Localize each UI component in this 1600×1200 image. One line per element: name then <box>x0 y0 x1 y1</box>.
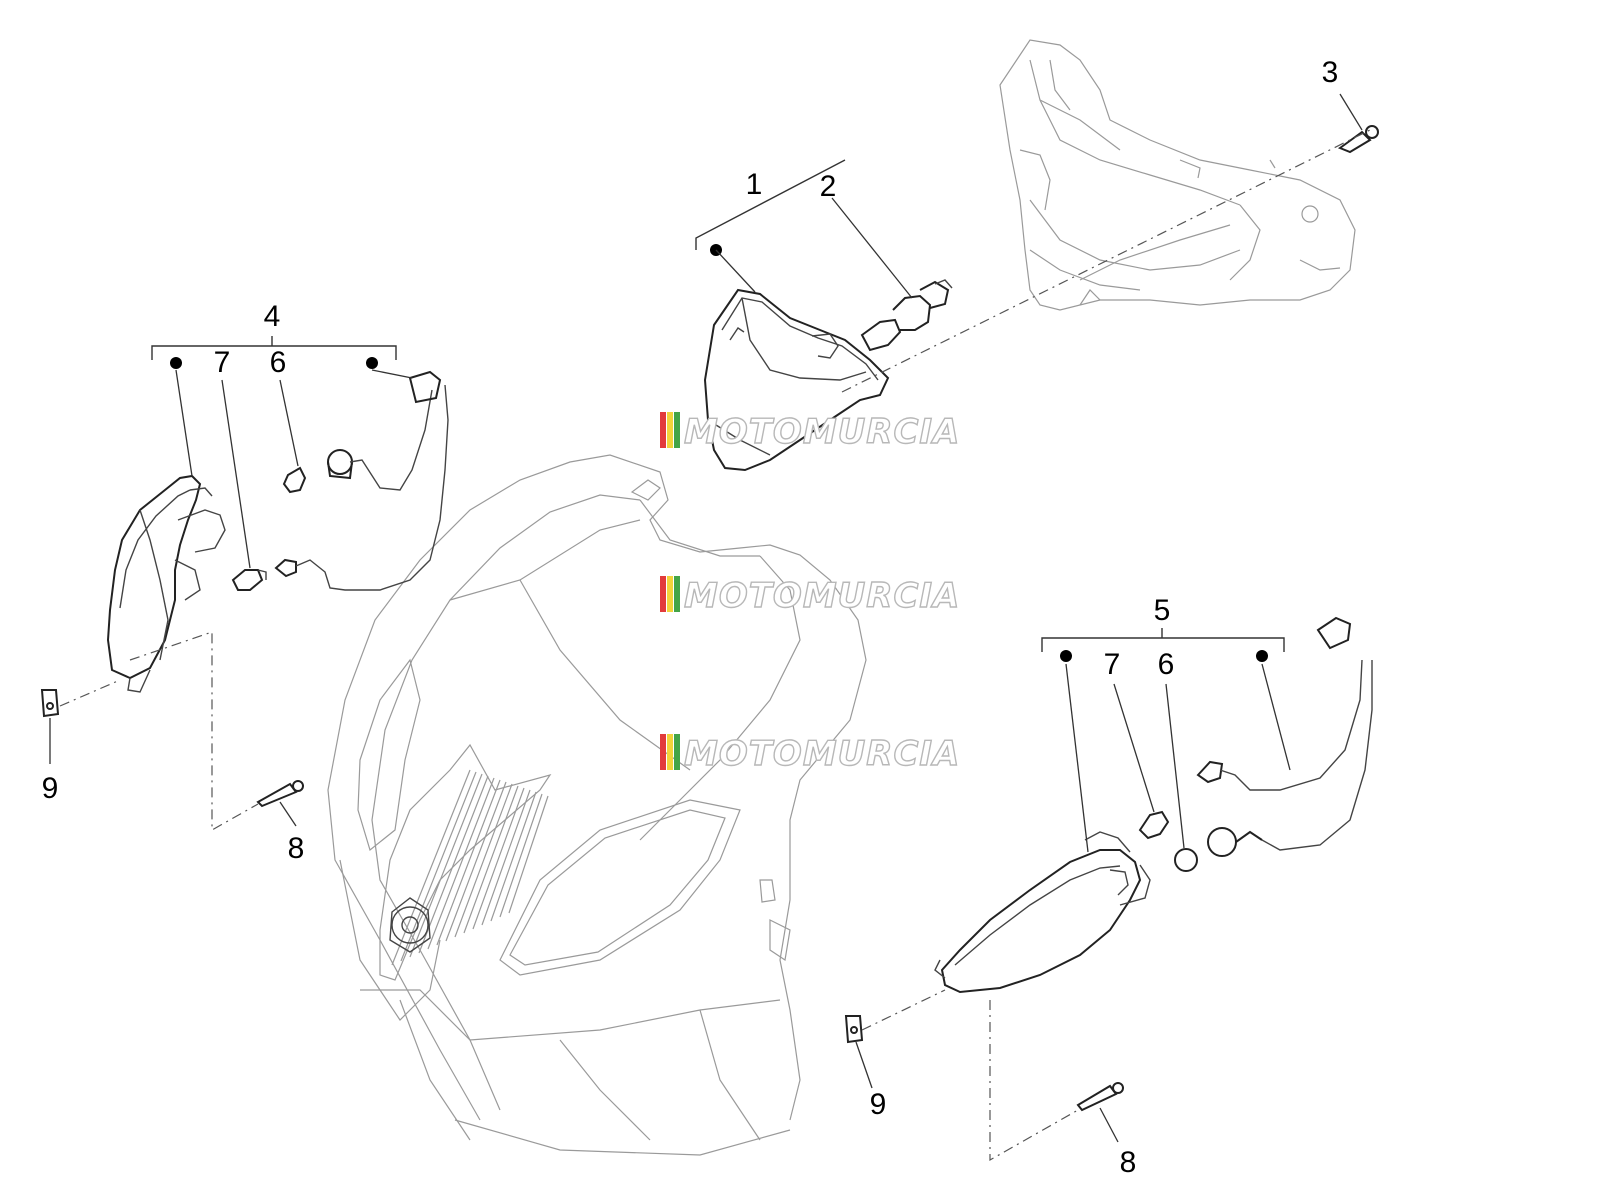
part-label-2: 2 <box>820 170 837 203</box>
part-label-1: 1 <box>746 168 763 201</box>
watermark-stripe <box>667 412 673 448</box>
bullet-dot <box>1060 650 1072 662</box>
screw-part-3 <box>1337 125 1379 154</box>
grille-hatch-line <box>391 769 471 966</box>
watermark-1: MOTOMURCIA <box>660 411 960 453</box>
right-clip-nut <box>844 1015 864 1044</box>
part-label-8-right: 8 <box>1120 1146 1137 1179</box>
watermark-text: MOTOMURCIA <box>684 576 960 616</box>
grille-hatch-line <box>481 789 531 926</box>
handlebar-cover <box>999 39 1356 311</box>
front-shield-panel <box>327 454 867 1156</box>
watermark-text: MOTOMURCIA <box>684 412 960 452</box>
left-indicator-housing <box>106 474 226 693</box>
right-position-bulb <box>1138 810 1170 840</box>
bullet-dot <box>170 357 182 369</box>
grille-emblem <box>391 906 429 944</box>
part-label-3: 3 <box>1322 56 1339 89</box>
watermark-stripe <box>674 576 680 612</box>
left-indicator-bulb <box>282 466 307 494</box>
front-grille <box>379 743 552 981</box>
watermark-stripe <box>667 576 673 612</box>
watermark-stripe <box>660 412 666 448</box>
assembly-axes <box>59 129 1371 1162</box>
right-indicator-socket <box>1207 660 1373 857</box>
watermark-text: MOTOMURCIA <box>684 734 960 774</box>
part-label-9-left: 9 <box>42 772 59 805</box>
grille-hatch-line <box>508 795 549 914</box>
part-label-4: 4 <box>264 300 281 333</box>
left-indicator-socket <box>327 389 433 491</box>
left-position-socket-wire <box>274 370 449 591</box>
leader-lines <box>49 93 1363 1143</box>
grille-hatch-line <box>499 793 543 918</box>
grille-hatch-line <box>490 791 537 922</box>
part-label-5: 5 <box>1154 594 1171 627</box>
part-label-9-right: 9 <box>870 1088 887 1121</box>
headlight-bulb <box>860 279 953 352</box>
part-label-6-right: 6 <box>1158 648 1175 681</box>
left-position-bulb <box>231 569 267 591</box>
left-screw <box>256 780 304 808</box>
grille-hatch-line <box>400 771 477 962</box>
part-label-7-right: 7 <box>1104 648 1121 681</box>
grille-hatch-line <box>445 781 507 942</box>
watermark-stripe <box>674 412 680 448</box>
grille-hatch-line <box>427 777 495 950</box>
right-indicator-housing <box>934 831 1151 994</box>
watermark-stripe <box>674 734 680 770</box>
bullet-dot <box>366 357 378 369</box>
part-label-6-left: 6 <box>270 346 287 379</box>
part-labels: 1 2 3 4 7 6 9 8 5 7 6 9 8 <box>42 56 1339 1179</box>
watermark-2: MOTOMURCIA <box>660 575 960 617</box>
part-label-7-left: 7 <box>214 346 231 379</box>
left-clip-nut <box>40 689 60 718</box>
right-position-socket-wire <box>1196 616 1363 791</box>
right-indicator-bulb <box>1174 848 1198 872</box>
grille-hatch-line <box>454 783 513 938</box>
grille-hatch-line <box>409 773 483 958</box>
grille-hatch-line <box>463 785 519 934</box>
watermark-stripe <box>660 576 666 612</box>
grille-hatch-line <box>418 775 489 954</box>
watermark-3: MOTOMURCIA <box>660 733 960 775</box>
part-label-8-left: 8 <box>288 832 305 865</box>
watermark-stripe <box>660 734 666 770</box>
grille-hatch-line <box>472 787 525 930</box>
watermark-stripe <box>667 734 673 770</box>
headlight-unit <box>703 288 890 472</box>
right-screw <box>1076 1082 1124 1112</box>
grille-hatch-line <box>436 779 501 946</box>
bullet-dot <box>1256 650 1268 662</box>
